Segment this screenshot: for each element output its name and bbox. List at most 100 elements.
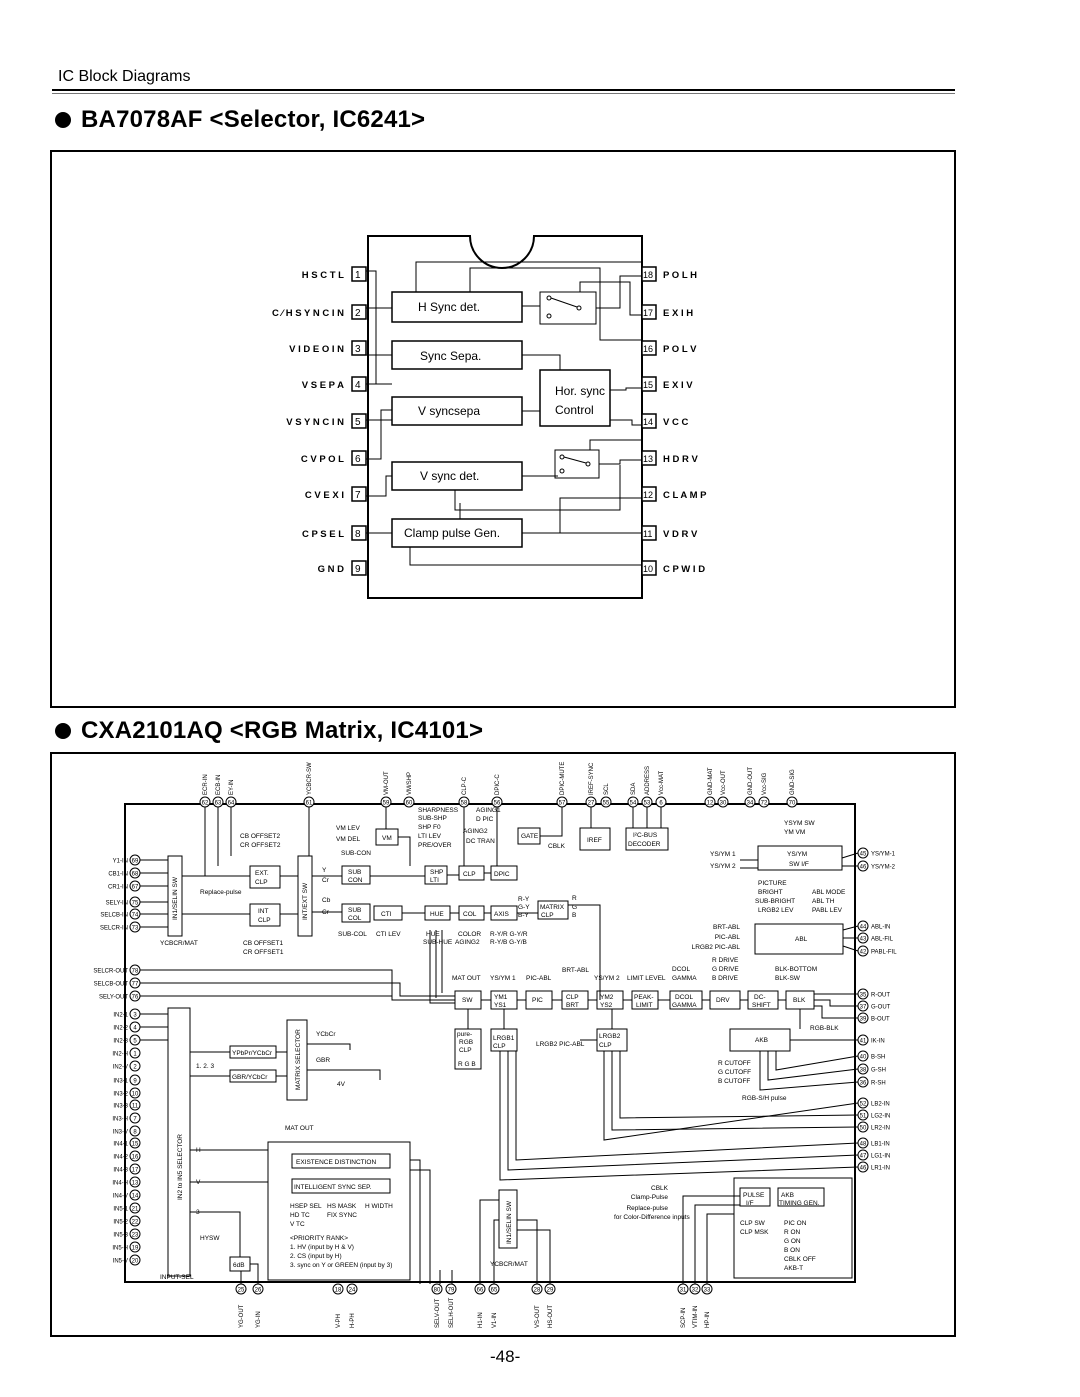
ic2-pin-number: 23 — [132, 1233, 139, 1239]
ic2-pin-number: 46 — [860, 865, 867, 871]
ic2-label-vtc: V TC — [290, 1221, 305, 1228]
ic2-label-hdtc: HD TC — [290, 1212, 310, 1219]
ic2-pin-label: GND-OUT — [748, 767, 754, 795]
ic2-block-timinggen — [777, 1187, 825, 1207]
ic2-pin-number: 11 — [132, 1104, 139, 1110]
ic2-pin-circle — [129, 1163, 141, 1175]
ic2-label-rygy: R-Y/R G-Y/R — [490, 931, 528, 938]
bullet-icon — [55, 723, 71, 739]
ic2-label-rdrive: R DRIVE — [712, 957, 739, 964]
ic2-diagram-frame — [50, 752, 956, 1337]
ic2-label-swif: SW I/F — [789, 861, 809, 868]
ic1-pin-label: V D R V — [663, 529, 698, 540]
ic2-wire — [429, 930, 455, 1004]
ic2-pin-label: IN5-2 — [113, 1220, 128, 1226]
ic2-label-picture: PICTURE — [758, 880, 787, 887]
ic2-label-if: I/F — [746, 1200, 754, 1207]
ic2-label-cti: CTI — [381, 911, 392, 918]
ic2-label-dcol: DCOL — [672, 966, 690, 973]
ic2-pin-number: 34 — [747, 801, 754, 807]
ic2-pin-label: ADDRESS — [645, 766, 651, 795]
ic1-pin-label: C P S E L — [302, 529, 344, 540]
ic2-label-rgbsh: RGB-S/H pulse — [742, 1095, 787, 1102]
ic2-label-vmdel: VM DEL — [336, 836, 361, 843]
ic2-label-pic: PIC — [532, 997, 543, 1004]
ic2-pin-number: 20 — [132, 1259, 139, 1265]
ic2-pin-number: 3 — [133, 1013, 137, 1019]
ic2-pin-number: 78 — [132, 969, 139, 975]
ic2-label-clamppulse: Clamp-Pulse — [631, 1194, 669, 1201]
ic2-pin-label: CR1-IN — [108, 885, 128, 891]
ic2-label-ablmode: ABL MODE — [812, 889, 846, 896]
ic2-label-intextsw: INT/EXT SW — [302, 882, 309, 920]
ic2-pin-label: HP-IN — [705, 1312, 711, 1328]
ic2-label-peak: PEAK- — [634, 994, 654, 1001]
ic2-pin-number: 4 — [133, 1026, 137, 1032]
ic2-label-gdrive: G DRIVE — [712, 966, 739, 973]
ic1-block-horsync-label2: Control — [555, 403, 594, 417]
ic1-body — [367, 235, 643, 599]
ic2-wire — [517, 1229, 551, 1284]
ic2-pin-label: IN3-1 — [113, 1079, 128, 1085]
ic2-label-clp3: CLP — [566, 994, 579, 1001]
ic2-label-sixdb: 6dB — [233, 1262, 245, 1269]
ic2-pin-label: SELY-OUT — [99, 995, 128, 1001]
ic2-pin-number: 22 — [132, 1220, 139, 1226]
ic2-label-forcolor: for Color-Difference inputs — [614, 1214, 690, 1221]
ic2-block-matrix — [537, 900, 569, 920]
ic2-wire — [517, 1219, 538, 1284]
ic2-pin-number: 75 — [132, 901, 139, 907]
ic1-pin-box — [641, 266, 657, 282]
ic2-wire — [619, 1051, 859, 1119]
ic2-pin-number: 18 — [335, 1288, 342, 1294]
ic2-title-text: CXA2101AQ <RGB Matrix, IC4101> — [81, 717, 484, 744]
ic2-label-sub2: SUB — [348, 907, 361, 914]
ic2-pin-label: SDA — [631, 783, 637, 795]
ic2-pin-number: 36 — [860, 1081, 867, 1087]
ic2-label-lrgb2: LRGB2 — [599, 1033, 621, 1040]
ic2-label-p2: 2. CS (input by H) — [290, 1253, 342, 1260]
ic1-pin-label: V S Y N C I N — [286, 417, 344, 428]
ic2-pin-number: 46 — [860, 1166, 867, 1172]
ic2-label-picabl2: PIC-ABL — [526, 975, 552, 982]
ic2-label-rgbblk: RGB-BLK — [810, 1025, 839, 1032]
ic2-label-sub1: SUB — [348, 869, 361, 876]
ic2-block-subcol — [341, 903, 371, 923]
ic2-label-ycbcrmat: YCBCR/MAT — [160, 940, 198, 947]
ic2-label-cblk2: CBLK — [651, 1185, 669, 1192]
ic1-pin-label: V S E P A — [302, 380, 344, 391]
ic1-pin-label: H S C T L — [302, 270, 344, 281]
ic2-label-rybgyb: R-Y/B G-Y/B — [490, 939, 527, 946]
ic1-pin-number: 18 — [643, 270, 653, 280]
bullet-icon — [55, 112, 71, 128]
ic2-block-matsel — [286, 1019, 308, 1101]
ic2-pin-number: 42 — [860, 950, 867, 956]
ic1-pin-label: C V P O L — [301, 454, 344, 465]
ic2-pin-label: DPIC-MUTE — [560, 762, 566, 795]
ic1-pin-number: 8 — [355, 529, 361, 540]
ic1-pin-box — [641, 486, 657, 502]
ic2-pin-number: 8 — [133, 1130, 137, 1136]
ic2-block-extclp — [249, 865, 281, 889]
ic2-pin-number: 17 — [132, 1168, 139, 1174]
ic2-label-gy: G-Y — [518, 904, 530, 911]
ic2-label-bon: B ON — [784, 1247, 800, 1254]
ic2-label-intclp2: CLP — [258, 917, 271, 924]
ic2-pin-number: 2 — [133, 1065, 137, 1071]
ic2-pin-label: DPIC-C — [495, 774, 501, 795]
ic2-pin-number: 31 — [680, 1288, 687, 1294]
ic2-pin-label: YS/YM-2 — [871, 865, 896, 871]
ic2-label-pure: pure- — [457, 1031, 472, 1038]
ic2-label-cb: Cb — [322, 897, 331, 904]
ic2-wire — [814, 1005, 858, 1019]
ic2-pin-number: 40 — [860, 1055, 867, 1061]
ic2-label-cblk: CBLK — [548, 843, 566, 850]
ic2-label-rgb2: R G B — [458, 1061, 476, 1068]
ic2-pin-circle — [129, 1137, 141, 1149]
ic2-label-abl: ABL — [795, 936, 808, 943]
ic2-label-hysw: HYSW — [200, 1235, 220, 1242]
ic2-label-clpsw: CLP SW — [740, 1220, 766, 1227]
ic2-label-gamma2: GAMMA — [672, 1002, 697, 1009]
ic2-wire — [190, 1211, 241, 1257]
